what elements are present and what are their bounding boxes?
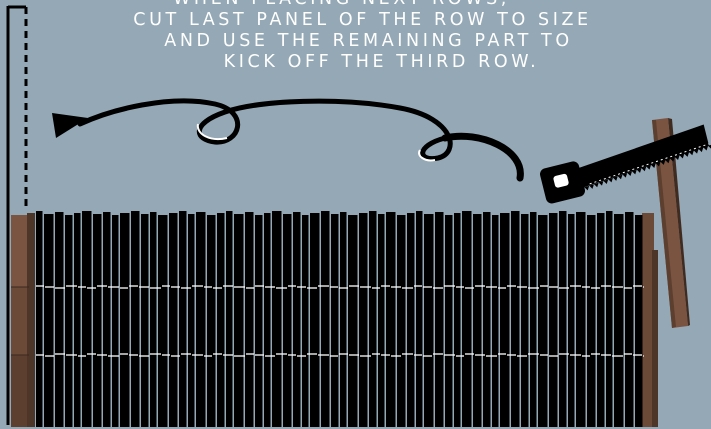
panel-strip — [483, 212, 491, 427]
panel-strip — [310, 213, 320, 427]
panel-strip — [454, 213, 461, 427]
panel-strip — [93, 214, 102, 427]
panel-strip — [597, 213, 605, 427]
panel-strip — [359, 213, 368, 427]
panel-strip — [576, 212, 586, 427]
panel-strip — [169, 213, 178, 427]
panel-strip — [255, 215, 263, 427]
panel-strip — [538, 215, 548, 427]
panel-strip — [179, 211, 187, 427]
panel-strip — [416, 211, 423, 427]
panel-strip — [272, 211, 282, 427]
panel-strip — [378, 214, 385, 427]
panel-strip — [587, 215, 596, 427]
panel-strip — [435, 212, 444, 427]
panel-strip — [112, 215, 119, 427]
panel-strip — [120, 213, 130, 427]
panel-strip — [606, 211, 613, 427]
panel-strip — [226, 211, 233, 427]
panel-strip — [293, 212, 301, 427]
panel-strip — [530, 212, 537, 427]
panel-strip — [397, 215, 406, 427]
panel-strip — [473, 214, 482, 427]
panel-strip — [44, 214, 54, 427]
panel-strip — [196, 212, 206, 427]
panel-strip — [492, 215, 499, 427]
panel-strip — [55, 212, 64, 427]
panel-strip — [386, 212, 396, 427]
panel-strip — [625, 212, 634, 427]
panel-strip — [103, 212, 111, 427]
panel-strip — [407, 213, 415, 427]
saw-icon — [538, 124, 711, 205]
panel-strip — [568, 214, 575, 427]
panel-strip — [188, 214, 195, 427]
panel-strip — [445, 215, 453, 427]
panel-strip — [511, 211, 520, 427]
panel-strip — [369, 211, 377, 427]
panel-strip — [302, 215, 309, 427]
panel-strip — [245, 212, 254, 427]
panel-wall — [36, 211, 644, 427]
panel-strip — [82, 211, 92, 427]
panel-strip — [635, 215, 643, 427]
panel-strip — [150, 212, 157, 427]
panel-strip — [348, 215, 358, 427]
panel-strip — [131, 211, 140, 427]
wood-plank-left — [11, 213, 35, 427]
panel-strip — [207, 215, 216, 427]
panel-strip — [559, 211, 567, 427]
panel-strip — [74, 213, 81, 427]
panel-strip — [36, 211, 43, 427]
panel-strip — [340, 212, 347, 427]
panel-strip — [141, 214, 149, 427]
panel-strip — [424, 214, 434, 427]
panel-strip — [462, 211, 472, 427]
panel-strip — [549, 213, 558, 427]
panel-strip — [217, 213, 225, 427]
panel-strip — [521, 214, 529, 427]
panel-strip — [614, 214, 624, 427]
panel-strip — [65, 215, 73, 427]
panel-strip — [234, 214, 244, 427]
curved-arrow-icon — [52, 101, 520, 178]
panel-strip — [158, 215, 168, 427]
panel-strip — [331, 214, 339, 427]
wood-plank-right-end — [642, 213, 658, 427]
panel-strip — [283, 214, 292, 427]
panel-strip — [321, 211, 330, 427]
panel-strip — [500, 213, 510, 427]
panel-strip — [264, 213, 271, 427]
